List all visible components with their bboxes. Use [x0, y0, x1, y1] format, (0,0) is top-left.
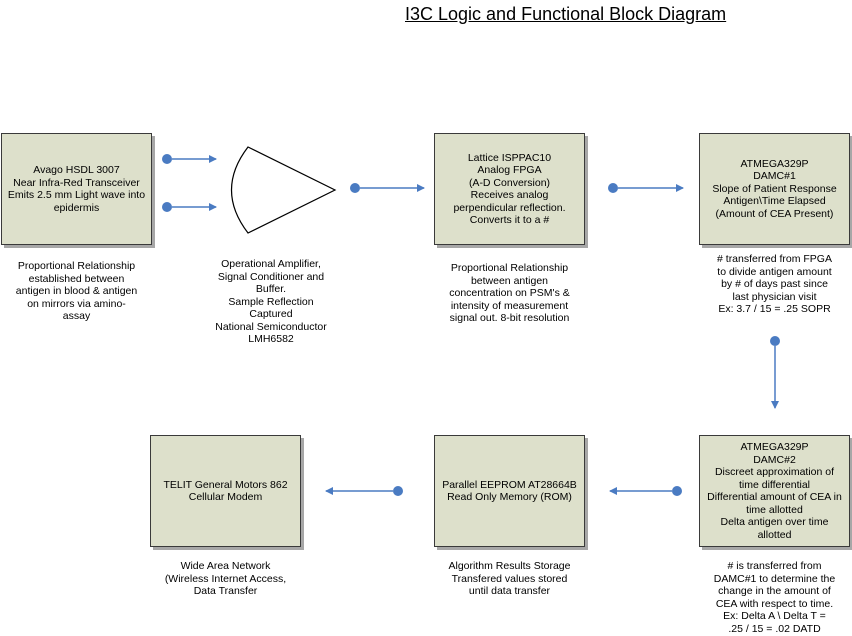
connector-lattice-to-damc1 — [608, 183, 684, 193]
connector-damc1-to-damc2 — [770, 336, 780, 409]
op-amp-caption: Operational Amplifier, Signal Conditione… — [215, 258, 327, 345]
eeprom-block: Parallel EEPROM AT28664B Read Only Memor… — [434, 435, 585, 547]
op-amp-symbol — [231, 146, 337, 234]
damc1-block: ATMEGA329P DAMC#1 Slope of Patient Respo… — [699, 133, 850, 245]
lattice-fpga-block: Lattice ISPPAC10 Analog FPGA (A-D Conver… — [434, 133, 585, 245]
damc2-caption: # is transferred from DAMC#1 to determin… — [713, 560, 836, 635]
diagram-title: I3C Logic and Functional Block Diagram — [405, 4, 727, 24]
damc2-block: ATMEGA329P DAMC#2 Discreet approximation… — [699, 435, 850, 547]
connector-damc2-to-eeprom — [609, 486, 682, 496]
avago-caption: Proportional Relationship established be… — [15, 260, 138, 322]
avago-transceiver-block: Avago HSDL 3007 Near Infra-Red Transceiv… — [1, 133, 152, 245]
connector-eeprom-to-telit — [325, 486, 403, 496]
lattice-caption: Proportional Relationship between antige… — [449, 262, 570, 324]
eeprom-caption: Algorithm Results Storage Transfered val… — [448, 560, 571, 597]
connector-avago-to-amp-upper — [162, 154, 217, 164]
telit-caption: Wide Area Network (Wireless Internet Acc… — [164, 560, 287, 597]
connector-amp-to-lattice — [350, 183, 425, 193]
telit-modem-block: TELIT General Motors 862 Cellular Modem — [150, 435, 301, 547]
connector-avago-to-amp-lower — [162, 202, 217, 212]
damc1-caption: # transferred from FPGA to divide antige… — [717, 253, 832, 315]
